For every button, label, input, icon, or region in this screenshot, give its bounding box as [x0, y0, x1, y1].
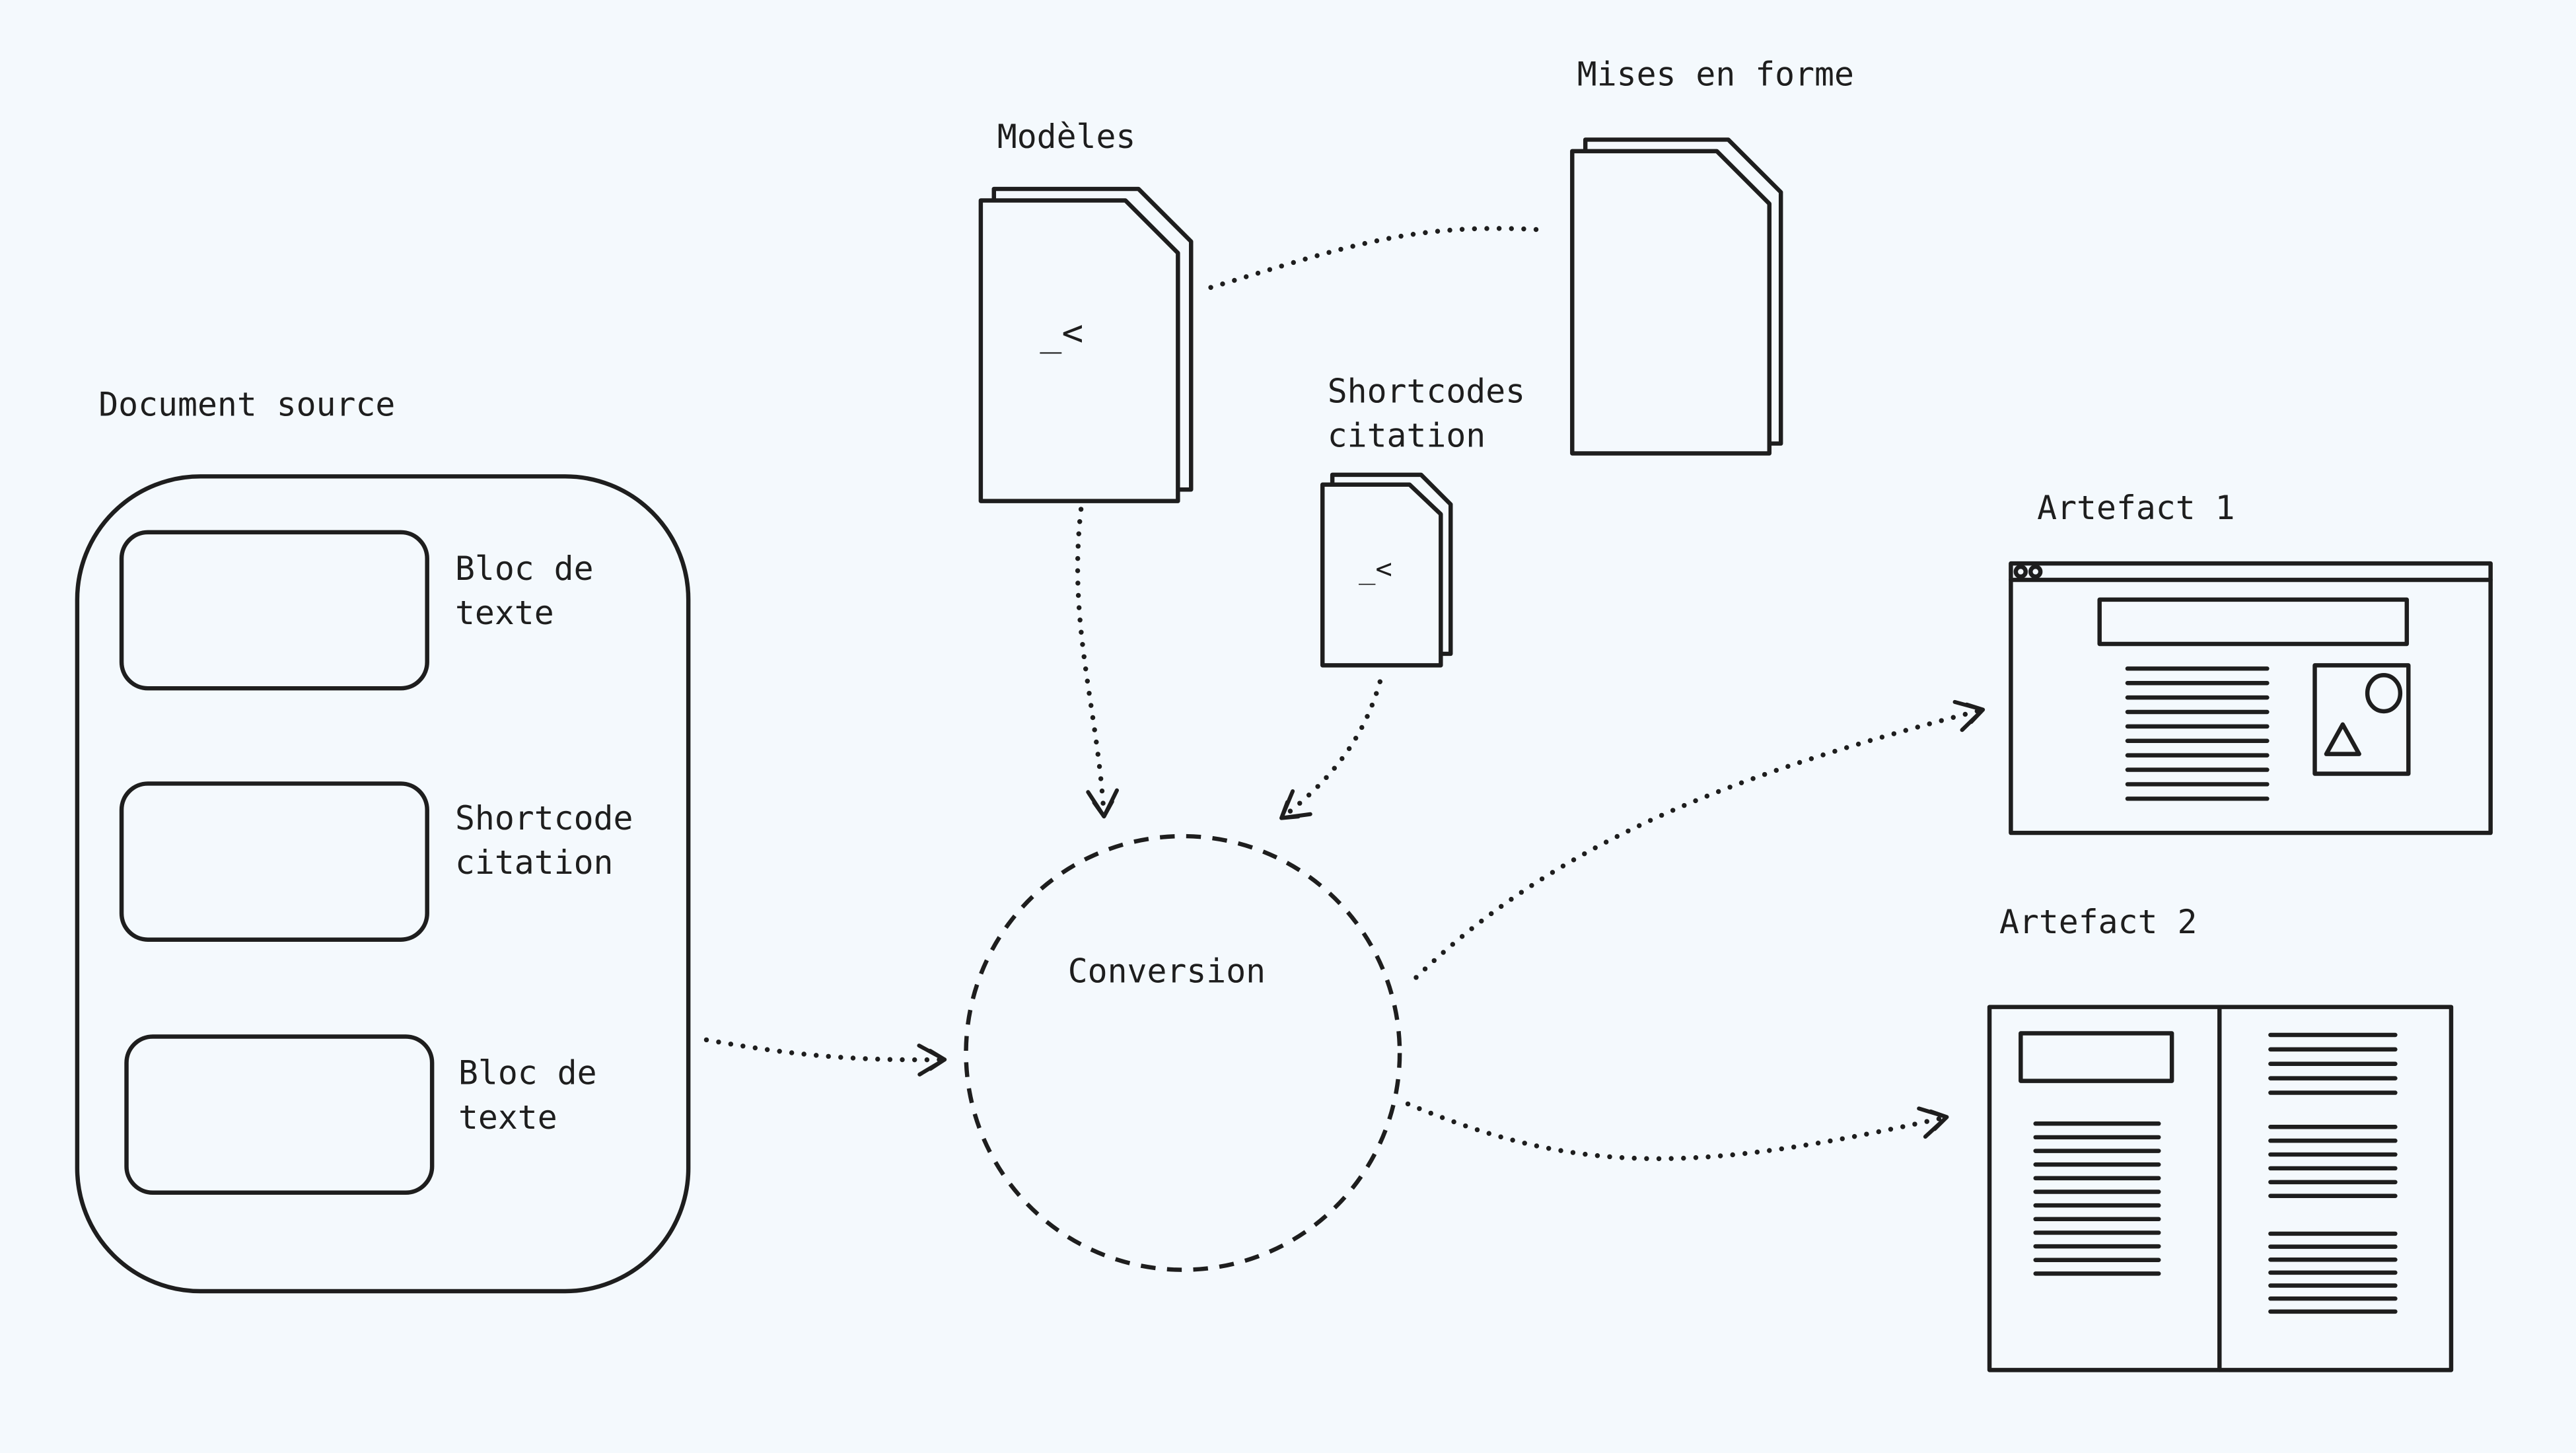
artefact1-webpage-icon: Artefact 1 — [2009, 489, 2493, 835]
shortcodes-title-2: citation — [1328, 417, 1486, 455]
text-lines — [2125, 666, 2270, 801]
templates-to-conversion-arrow — [1075, 507, 1119, 819]
text-block-2 — [124, 1034, 435, 1195]
source-title: Document source — [98, 385, 395, 423]
text-block-2-label: Bloc de — [458, 1054, 597, 1092]
source-to-conversion-arrow — [703, 1037, 947, 1077]
shortcodes-document-icon: Shortcodes citation _< — [1320, 372, 1525, 668]
templates-document-icon: Modèles _< — [978, 118, 1194, 503]
shortcodes-to-conversion-arrow — [1279, 679, 1383, 821]
conversion-to-artefact2-arrow — [1405, 1101, 1950, 1162]
text-block-2-label-2: texte — [458, 1098, 557, 1137]
shortcode-block — [119, 781, 429, 942]
window-dot-icon — [2028, 564, 2043, 579]
artefact1-title: Artefact 1 — [2037, 489, 2235, 527]
window-dot-icon — [2013, 564, 2028, 579]
styles-title: Mises en forme — [1577, 55, 1854, 93]
text-block-1-label-2: texte — [455, 594, 554, 632]
artefact2-title: Artefact 2 — [1999, 903, 2197, 941]
header-placeholder — [2097, 597, 2410, 647]
shortcodes-title: Shortcodes — [1328, 372, 1525, 410]
conversion-node: Conversion — [964, 833, 1402, 1272]
text-lines — [2033, 1032, 2398, 1314]
templates-title: Modèles — [997, 118, 1136, 156]
templates-prompt-glyph: _< — [1040, 311, 1083, 353]
shortcodes-prompt-glyph: _< — [1359, 553, 1392, 585]
source-container — [75, 474, 691, 1294]
conversion-to-artefact1-arrow — [1413, 699, 1986, 980]
styles-document-icon: Mises en forme — [1570, 55, 1854, 456]
text-block-1 — [119, 530, 429, 691]
shortcode-block-label-2: citation — [455, 843, 614, 882]
header-placeholder — [2019, 1031, 2174, 1083]
templates-styles-connector — [1208, 226, 1547, 291]
shortcode-block-label: Shortcode — [455, 799, 633, 837]
conversion-label: Conversion — [1068, 952, 1266, 990]
image-placeholder-icon — [2312, 663, 2411, 776]
text-block-1-label: Bloc de — [455, 549, 594, 588]
source-document: Document source Bloc de texte Shortcode … — [75, 385, 691, 1294]
artefact2-book-icon: Artefact 2 — [1987, 903, 2454, 1372]
